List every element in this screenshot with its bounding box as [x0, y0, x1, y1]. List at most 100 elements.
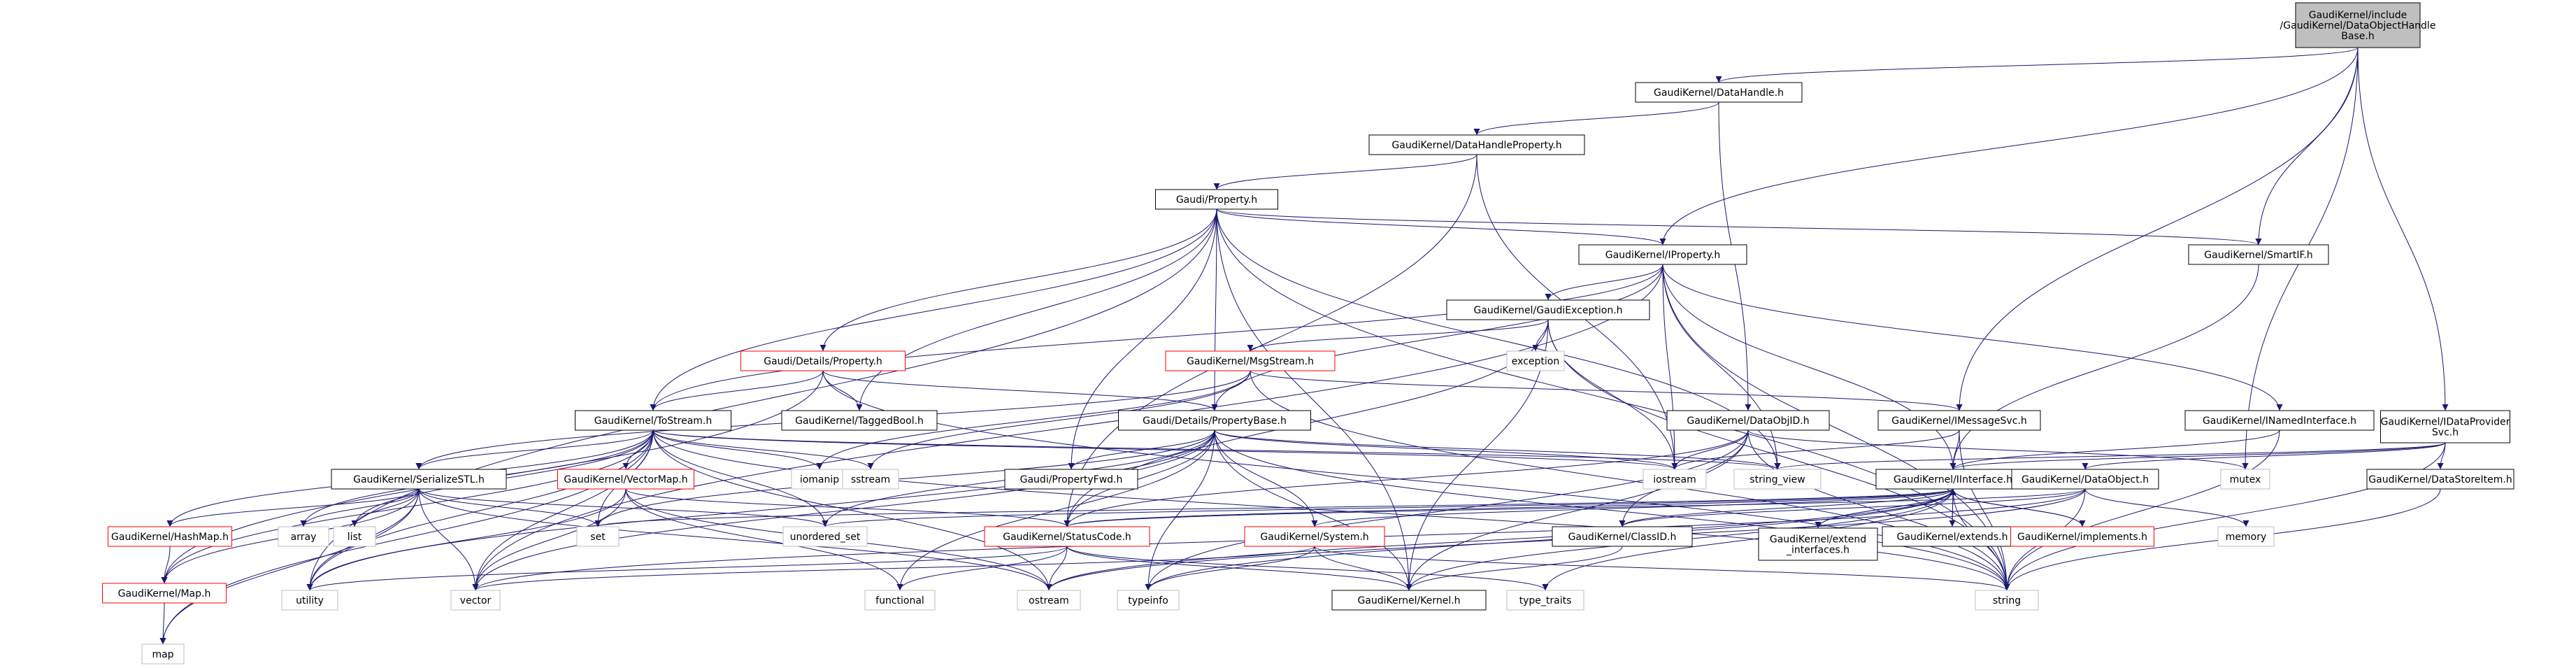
edge-root-to-smartif	[2255, 47, 2359, 246]
edge-iprop-to-tostream	[650, 264, 1663, 411]
node-propbase[interactable]: Gaudi/Details/PropertyBase.h	[1118, 410, 1311, 431]
node-map_h[interactable]: GaudiKernel/Map.h	[102, 583, 227, 604]
node-box	[1578, 244, 1747, 265]
edge-dataobjid-to-mutex	[1747, 429, 2249, 470]
node-typeinfo: typeinfo	[1117, 590, 1180, 611]
node-box	[1117, 590, 1180, 611]
node-serialize[interactable]: GaudiKernel/SerializeSTL.h	[331, 469, 507, 490]
node-array: array	[278, 526, 329, 547]
node-label: set	[590, 532, 606, 543]
edge-iprop-to-iinterface	[1662, 264, 1956, 470]
node-msgstream[interactable]: GaudiKernel/MsgStream.h	[1165, 350, 1336, 371]
node-dataobject[interactable]: GaudiKernel/DataObject.h	[2011, 469, 2159, 490]
node-label: string_view	[1749, 474, 1805, 485]
edge-extendif-to-iinterface	[1817, 488, 1956, 529]
node-box	[1368, 134, 1585, 155]
edge-imsgsvc-to-string	[1959, 429, 2010, 591]
node-label: Base.h	[2341, 31, 2374, 42]
node-dataobjid[interactable]: GaudiKernel/DataObjID.h	[1666, 410, 1830, 431]
edge-vectormap-to-vector	[472, 488, 627, 591]
node-statuscode[interactable]: GaudiKernel/StatusCode.h	[984, 526, 1150, 547]
edge-iinterface-to-set	[595, 488, 1954, 527]
node-taggedbool[interactable]: GaudiKernel/TaggedBool.h	[781, 410, 938, 431]
node-iinterface[interactable]: GaudiKernel/IInterface.h	[1875, 469, 2031, 490]
edge-idps-to-iinterface	[1949, 442, 2446, 470]
node-smartif[interactable]: GaudiKernel/SmartIF.h	[2188, 244, 2329, 265]
edge-gprop-to-kernel	[1216, 208, 1412, 591]
node-label: GaudiKernel/DataObject.h	[2022, 474, 2149, 485]
node-utility: utility	[281, 590, 338, 611]
node-gprop[interactable]: Gaudi/Property.h	[1155, 189, 1278, 210]
edge-iinterface-to-ostream	[1045, 488, 1954, 591]
node-hashmap[interactable]: GaudiKernel/HashMap.h	[108, 526, 232, 547]
edge-vectormap-to-functional	[625, 488, 903, 591]
edge-dataobjid-to-string	[1747, 429, 2010, 591]
node-inamed[interactable]: GaudiKernel/INamedInterface.h	[2184, 410, 2375, 431]
node-extendif[interactable]: GaudiKernel/extend_interfaces.h	[1758, 527, 1878, 561]
edge-gdprop-to-taggedbool	[822, 370, 863, 411]
node-unordered_set: unordered_set	[782, 526, 868, 547]
node-label: GaudiKernel/IInterface.h	[1894, 474, 2012, 485]
node-label: Svc.h	[2432, 427, 2459, 439]
node-box	[1155, 189, 1278, 210]
edge-dataobject-to-memory	[2084, 488, 2249, 527]
node-vectormap[interactable]: GaudiKernel/VectorMap.h	[557, 469, 694, 490]
edge-system-to-vector	[472, 546, 1315, 591]
edge-serialize-to-map	[159, 488, 420, 645]
node-label: GaudiKernel/extends.h	[1897, 532, 2008, 543]
edge-root-to-imsgsvc	[1956, 47, 2359, 411]
edge-gprop-to-tostream	[650, 208, 1217, 411]
node-box	[102, 583, 227, 604]
node-box	[2010, 526, 2154, 547]
edge-extends-to-iinterface	[1949, 488, 1956, 527]
edge-root-to-datahandle	[1715, 47, 2359, 83]
node-gdprop[interactable]: Gaudi/Details/Property.h	[740, 350, 906, 371]
node-dhprop[interactable]: GaudiKernel/DataHandleProperty.h	[1368, 134, 1585, 155]
node-classid[interactable]: GaudiKernel/ClassID.h	[1552, 526, 1693, 547]
edge-statuscode-to-type_traits	[1066, 546, 1549, 591]
node-string_view: string_view	[1733, 469, 1822, 490]
node-extends[interactable]: GaudiKernel/extends.h	[1882, 526, 2023, 547]
node-label: /GaudiKernel/DataObjectHandle	[2280, 20, 2436, 31]
edge-tostream-to-map_h	[161, 429, 654, 584]
edge-serialize-to-ostream	[418, 488, 1052, 591]
node-imsgsvc[interactable]: GaudiKernel/IMessageSvc.h	[1877, 410, 2041, 431]
edge-propbase-to-propfwd	[1068, 429, 1215, 470]
node-kernel[interactable]: GaudiKernel/Kernel.h	[1331, 590, 1487, 611]
node-tostream[interactable]: GaudiKernel/ToStream.h	[575, 410, 731, 431]
node-propfwd[interactable]: Gaudi/PropertyFwd.h	[1004, 469, 1138, 490]
node-box	[740, 350, 906, 371]
node-system[interactable]: GaudiKernel/System.h	[1244, 526, 1385, 547]
node-box	[2011, 469, 2159, 490]
node-type_traits: type_traits	[1506, 590, 1584, 611]
edge-tostream-to-string_view	[652, 429, 1780, 470]
node-datahandle[interactable]: GaudiKernel/DataHandle.h	[1635, 82, 1803, 103]
node-box	[557, 469, 694, 490]
edge-inamed-to-string	[2003, 429, 2280, 591]
node-datastoreitem[interactable]: GaudiKernel/DataStoreItem.h	[2366, 469, 2514, 490]
node-iprop[interactable]: GaudiKernel/IProperty.h	[1578, 244, 1747, 265]
node-label: GaudiKernel/GaudiException.h	[1473, 305, 1622, 316]
edge-propbase-to-system	[1214, 429, 1318, 527]
edge-propbase-to-functional	[896, 429, 1215, 591]
node-label: ostream	[1029, 595, 1069, 606]
edge-iprop-to-string_view	[1662, 264, 1781, 470]
node-box	[1635, 82, 1803, 103]
node-label: GaudiKernel/DataHandleProperty.h	[1391, 140, 1561, 151]
node-box	[1643, 469, 1707, 490]
edge-gdprop-to-tostream	[650, 370, 824, 411]
node-box	[1446, 299, 1650, 320]
edge-iprop-to-inamed	[1662, 264, 2283, 411]
edge-msgstream-to-iomanip	[816, 370, 1251, 470]
edge-propbase-to-statuscode	[1064, 429, 1215, 527]
node-implements[interactable]: GaudiKernel/implements.h	[2010, 526, 2154, 547]
node-label: exception	[1512, 356, 1559, 367]
node-box	[1758, 527, 1878, 561]
edge-gdprop-to-propbase	[822, 370, 1218, 411]
edge-gprop-to-iprop	[1216, 208, 1666, 246]
node-mutex: mutex	[2220, 469, 2270, 490]
node-label: map	[152, 649, 173, 660]
node-box	[575, 410, 731, 431]
node-gexc[interactable]: GaudiKernel/GaudiException.h	[1446, 299, 1650, 320]
